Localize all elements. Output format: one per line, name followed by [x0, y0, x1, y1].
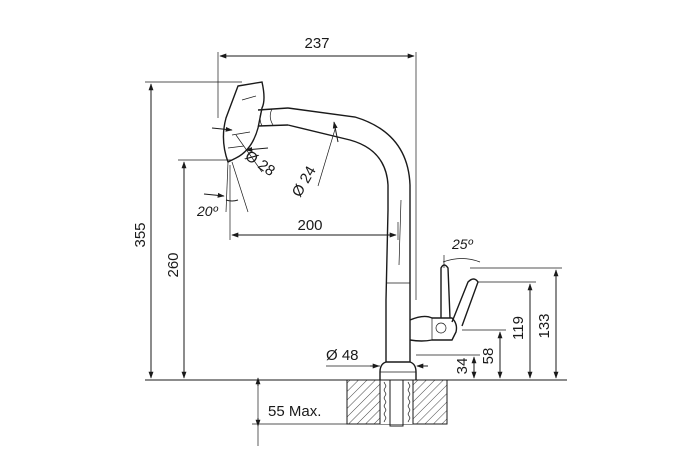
label-lever-height: 133 [536, 313, 553, 338]
lever-handle [409, 255, 481, 342]
label-spout-diameter: Ø 24 [289, 163, 320, 200]
dim-spout-height: 260 [165, 159, 232, 379]
dim-spout-diameter: Ø 24 [289, 121, 339, 200]
countertop-section [346, 379, 448, 427]
dim-overall-height: 355 [132, 81, 242, 379]
faucet-body [222, 81, 417, 380]
dim-spray-angle: 20º [196, 161, 249, 219]
dim-lever-height: 133 [470, 267, 562, 379]
dim-overall-width: 237 [217, 35, 417, 300]
dim-body-joint-height: 58 [462, 329, 506, 379]
dim-base-collar-height: 34 [416, 354, 480, 379]
label-base-diameter: Ø 48 [326, 347, 359, 364]
dim-lever-pivot-height: 119 [478, 281, 536, 379]
label-spray-angle: 20º [196, 203, 219, 219]
label-body-joint-height: 58 [480, 348, 497, 365]
dim-counter-thickness: 55 Max. [252, 377, 347, 446]
dim-base-diameter: Ø 48 [326, 347, 428, 369]
dim-spray-head-diameter: Ø 28 [211, 126, 278, 180]
label-lever-angle: 25º [451, 236, 474, 252]
label-counter-thickness: 55 Max. [268, 403, 321, 420]
label-spout-height: 260 [165, 252, 182, 277]
label-base-collar-height: 34 [454, 358, 471, 375]
label-lever-pivot-height: 119 [510, 316, 527, 340]
label-spray-head-diameter: Ø 28 [242, 147, 278, 180]
dim-reach: 200 [229, 165, 399, 240]
label-overall-height: 355 [132, 222, 149, 247]
label-reach: 200 [297, 217, 322, 234]
label-overall-width: 237 [304, 35, 329, 52]
